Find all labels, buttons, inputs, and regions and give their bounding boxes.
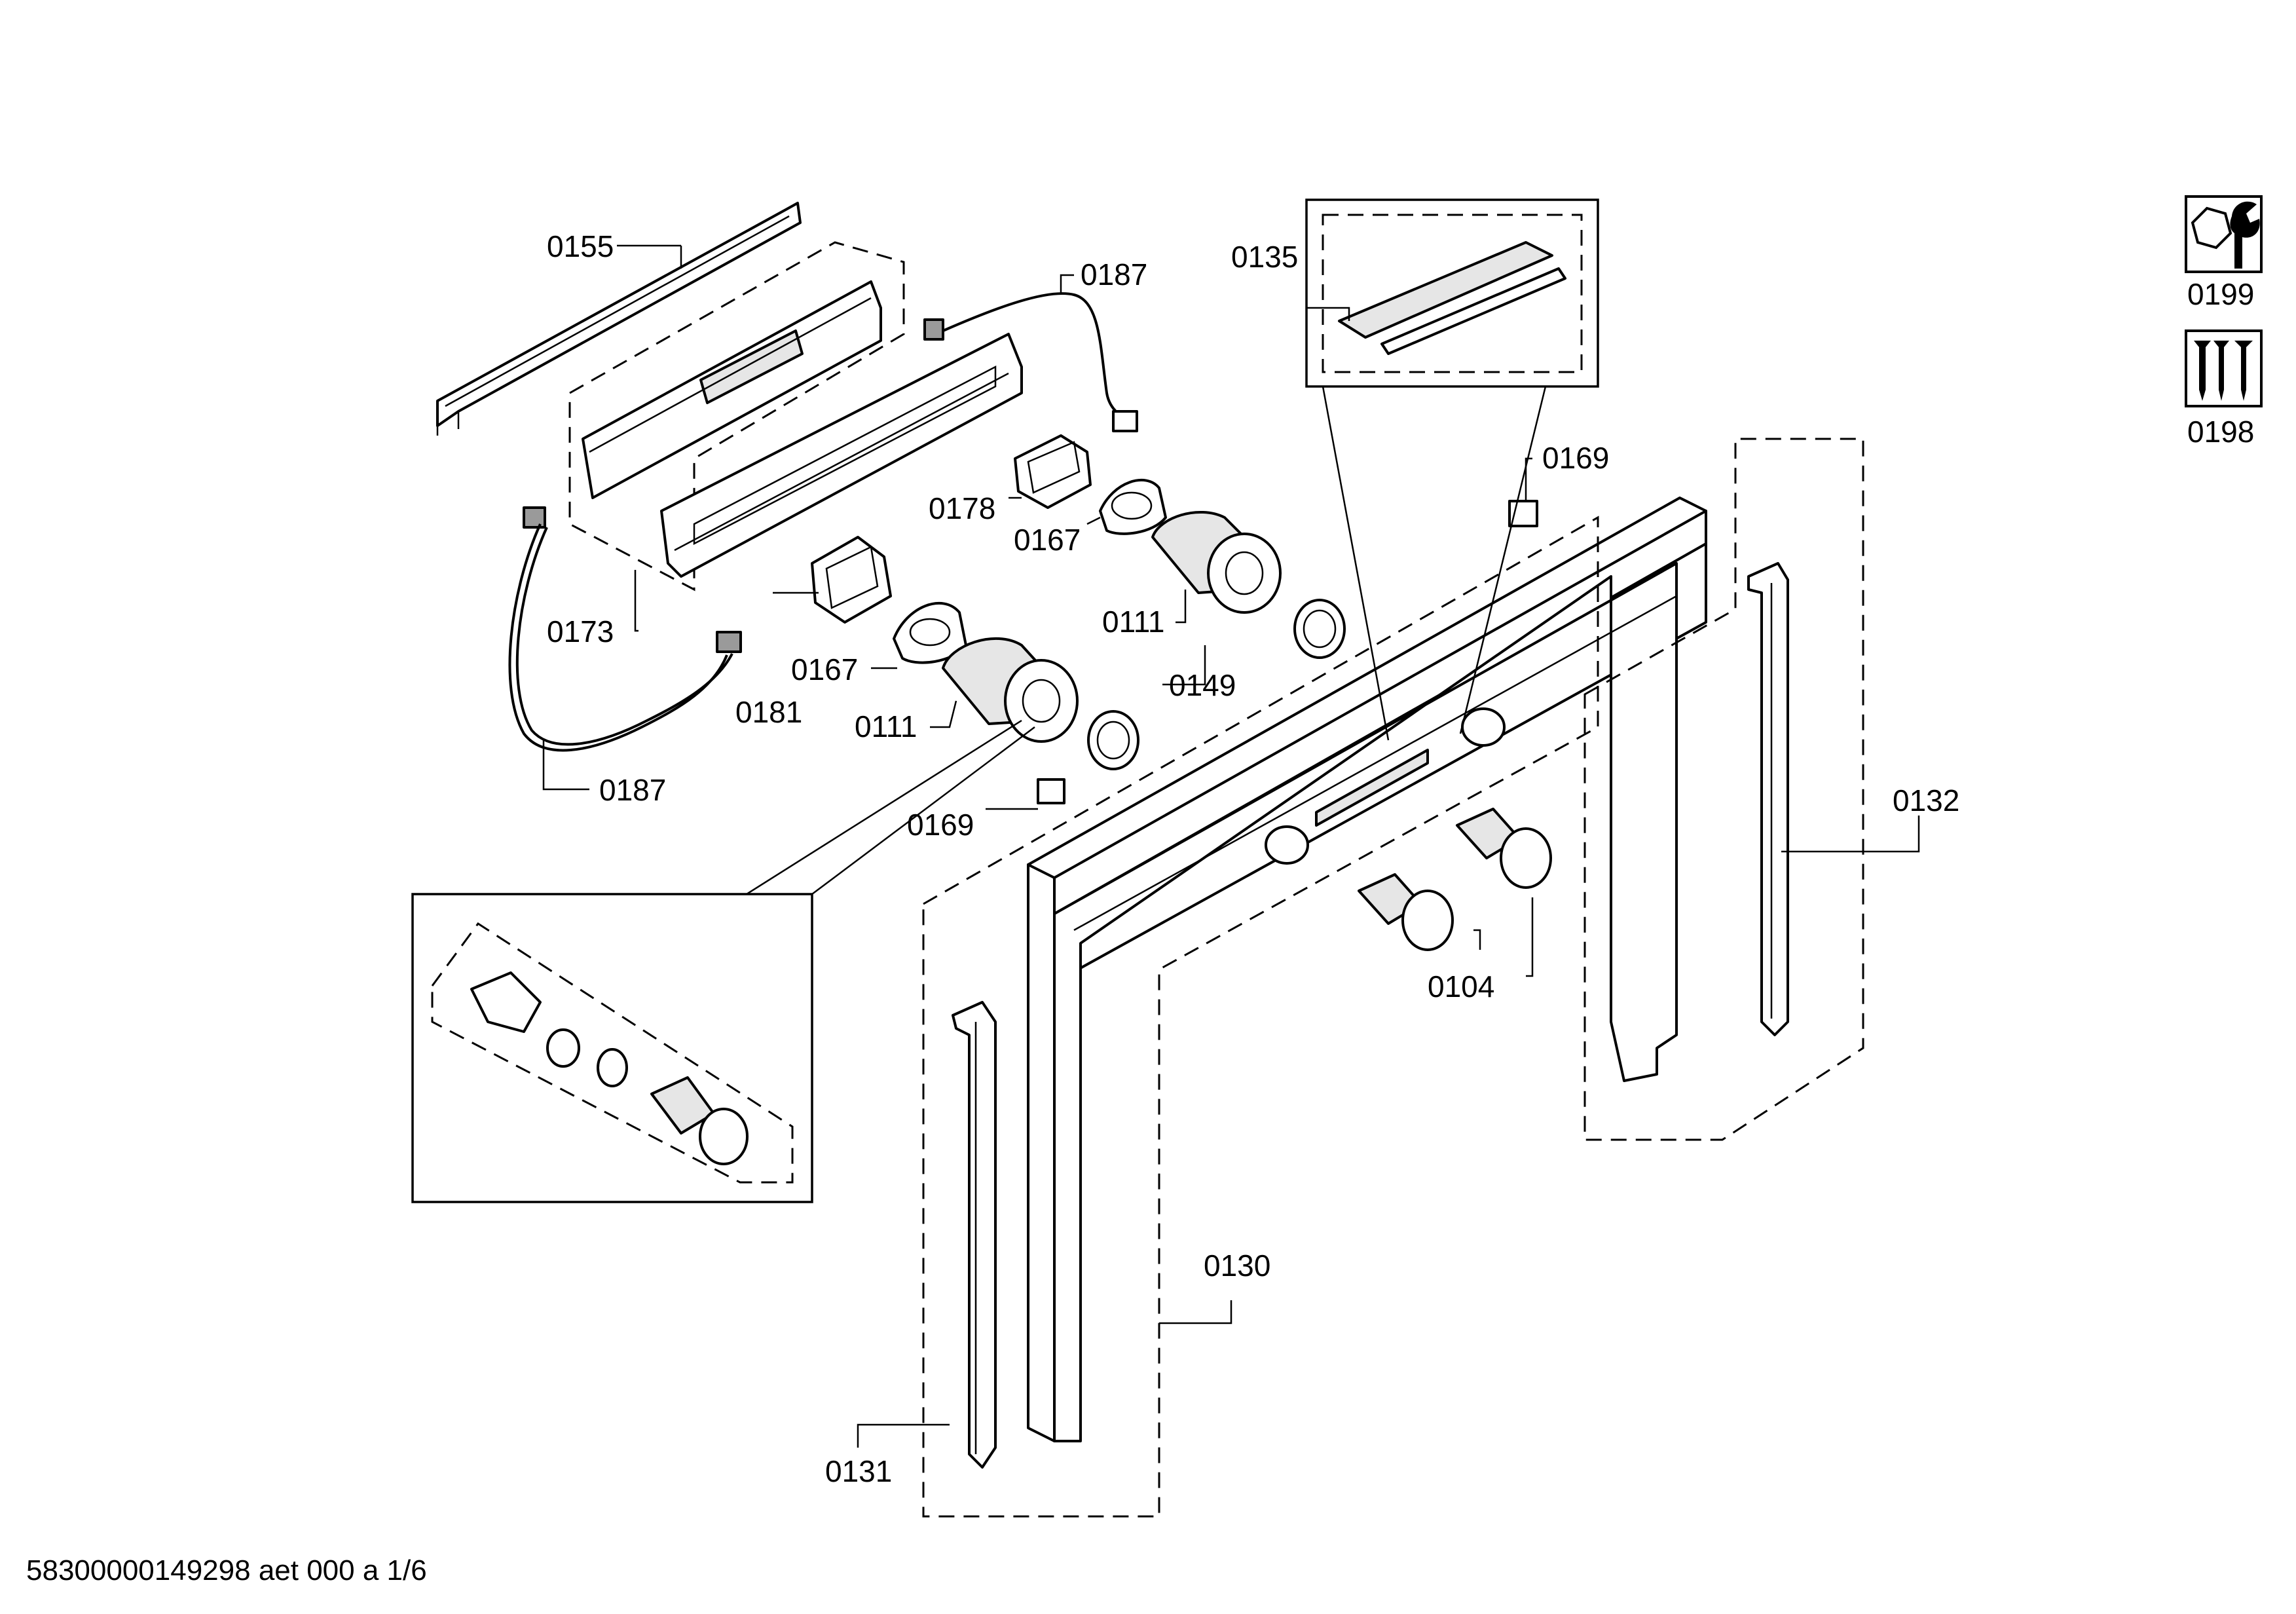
part-0178-switch: [1014, 434, 1092, 509]
part-0167-clip-lower: [893, 601, 967, 664]
part-0132-right-bracket: [1747, 562, 1789, 1036]
label-0135: 0135: [1231, 240, 1298, 274]
label-0167-lower: 0167: [791, 652, 858, 686]
leader-lines: [542, 244, 1920, 1448]
part-0169-lower: [1037, 778, 1065, 804]
part-0181-switch: [811, 536, 892, 624]
part-0104-knob-right: [1456, 808, 1552, 889]
label-0155: 0155: [547, 229, 614, 263]
screws-icon: [2185, 329, 2263, 407]
part-connector-left: [523, 506, 546, 529]
part-0155-rail: [436, 202, 802, 436]
part-connector-top: [923, 318, 944, 341]
part-0111-rotary-upper: [1151, 511, 1282, 614]
label-0198: 0198: [2187, 415, 2254, 449]
inset-knob-detail: [411, 719, 1035, 1203]
label-0167-upper: 0167: [1014, 523, 1081, 557]
label-0130: 0130: [1204, 1248, 1270, 1283]
document-id: 58300000149298 aet 000 a 1/6: [26, 1554, 427, 1586]
label-0104: 0104: [1428, 969, 1494, 1004]
label-0169-upper: 0169: [1542, 441, 1609, 475]
part-0149-ring-upper: [1293, 599, 1346, 659]
label-0173: 0173: [547, 614, 614, 648]
part-connector-wire: [716, 631, 742, 653]
part-0131-left-bracket: [952, 1001, 997, 1469]
group-0130-outline: [922, 516, 1599, 1518]
label-0111-lower: 0111: [855, 709, 917, 743]
label-0132: 0132: [1893, 783, 1959, 817]
part-0111-rotary-lower: [942, 637, 1079, 743]
label-0187-bottom: 0187: [599, 773, 666, 807]
part-0187-wire-bottom: [508, 523, 733, 752]
part-0187-wire-top: [942, 292, 1138, 432]
part-0104-knob-left: [1358, 873, 1454, 951]
part-0149-ring-lower: [1087, 710, 1139, 770]
inset-0135: [1305, 198, 1599, 741]
group-0132-outline: [1583, 438, 1864, 1141]
label-0169-lower: 0169: [907, 808, 974, 842]
label-0111-upper: 0111: [1102, 605, 1165, 639]
wrench-nut-icon: [2185, 195, 2263, 273]
label-0187-top: 0187: [1081, 257, 1147, 291]
part-0167-clip-upper: [1099, 478, 1167, 535]
part-0173-control-module: [568, 241, 1023, 591]
label-0178: 0178: [929, 491, 995, 525]
part-control-panel-frame: [1027, 497, 1707, 1442]
label-0181: 0181: [735, 695, 802, 729]
label-0149: 0149: [1169, 668, 1236, 702]
label-0131: 0131: [825, 1454, 892, 1488]
label-0199: 0199: [2187, 277, 2254, 311]
